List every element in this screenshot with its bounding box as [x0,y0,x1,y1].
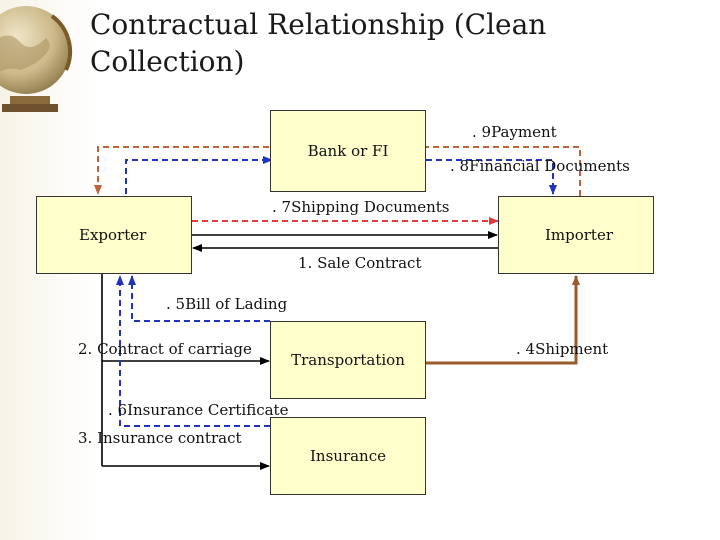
insurance-label: Insurance [310,447,386,465]
shipping-docs-label: . 7Shipping Documents [272,198,450,216]
shipment-label: . 4Shipment [516,340,609,358]
bill-of-lading-label: . 5Bill of Lading [166,295,288,313]
exporter-label: Exporter [79,226,147,244]
financial-docs-line-2 [426,159,557,195]
financial-docs-line [125,156,273,194]
insurance-certificate-line [116,275,270,427]
globe-icon [0,6,72,112]
importer-label: Importer [544,226,613,244]
bank-node: Bank or FI [270,110,426,192]
bank-label: Bank or FI [307,142,389,160]
transportation-node: Transportation [270,321,426,399]
bill-of-lading-line [128,275,270,322]
financial-docs-label: . 8Financial Documents [450,157,630,175]
exporter-node: Exporter [36,196,192,274]
importer-node: Importer [498,196,654,274]
payment-label: . 9Payment [472,123,557,141]
transportation-label: Transportation [291,351,405,369]
carriage-contract-label: 2. Contract of carriage [78,340,252,358]
sale-contract-label: 1. Sale Contract [298,254,422,272]
insurance-node: Insurance [270,417,426,495]
insurance-certificate-label: . 6Insurance Certificate [108,401,289,419]
shipment-line [426,275,580,365]
insurance-contract-label: 3. Insurance contract [78,429,242,447]
page-title: Contractual Relationship (Clean Collecti… [90,8,547,78]
